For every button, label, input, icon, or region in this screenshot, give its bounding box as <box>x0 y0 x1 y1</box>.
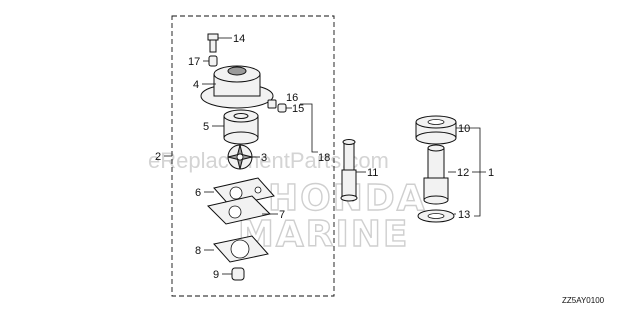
callout-3: 3 <box>261 152 267 164</box>
part-8-gasket <box>213 235 269 263</box>
bracket-16-18 <box>300 103 318 153</box>
part-5-liner <box>223 109 259 145</box>
callout-16: 16 <box>286 92 298 104</box>
part-15-grommet <box>277 103 287 113</box>
callout-10: 10 <box>458 123 470 135</box>
callout-13: 13 <box>458 209 470 221</box>
part-11-water-tube <box>340 139 358 202</box>
callout-7: 7 <box>279 209 285 221</box>
callout-6: 6 <box>195 187 201 199</box>
part-16-plug <box>267 99 277 109</box>
part-14-bolt <box>207 33 219 53</box>
callout-15: 15 <box>292 103 304 115</box>
part-12-shaft-housing <box>423 144 449 205</box>
part-6-plate <box>213 177 275 207</box>
part-4-pump-housing <box>200 65 274 109</box>
callout-12: 12 <box>457 167 469 179</box>
callout-1: 1 <box>488 167 494 179</box>
callout-4: 4 <box>193 79 199 91</box>
part-13-oil-seal <box>417 209 455 223</box>
part-9-grommet <box>231 267 245 281</box>
diagram-code: ZZ5AY0100 <box>562 296 605 305</box>
part-17-collar <box>208 55 218 67</box>
callout-2: 2 <box>155 151 161 163</box>
callout-8: 8 <box>195 245 201 257</box>
part-3-impeller <box>227 144 253 170</box>
callout-18: 18 <box>318 152 330 164</box>
callout-11: 11 <box>367 167 378 179</box>
callout-9: 9 <box>213 269 219 281</box>
callout-14: 14 <box>233 33 245 45</box>
callout-5: 5 <box>203 121 209 133</box>
watermark-brand-bottom: MARINE <box>238 214 410 255</box>
part-10-bearing <box>415 115 457 145</box>
callout-17: 17 <box>188 56 200 68</box>
